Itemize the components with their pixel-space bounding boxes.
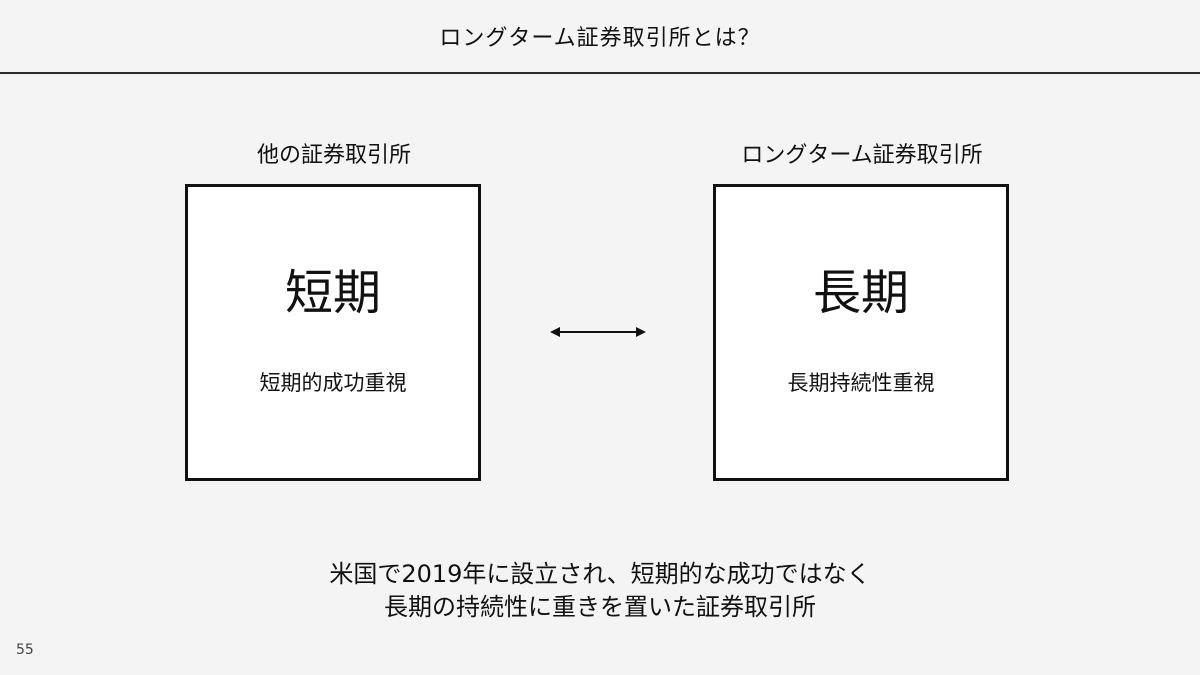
- short-term-box: 短期 短期的成功重視: [185, 184, 481, 481]
- short-term-subtitle: 短期的成功重視: [259, 371, 407, 395]
- header-divider: [0, 72, 1200, 74]
- page-number: 55: [16, 642, 34, 658]
- long-term-box: 長期 長期持続性重視: [713, 184, 1009, 481]
- double-arrow-icon: [550, 327, 646, 337]
- right-column-label: ロングターム証券取引所: [741, 143, 983, 168]
- caption: 米国で2019年に設立され、短期的な成功ではなく 長期の持続性に重きを置いた証券…: [0, 558, 1200, 624]
- short-term-heading: 短期: [284, 265, 381, 321]
- long-term-heading: 長期: [812, 265, 909, 321]
- caption-line-2: 長期の持続性に重きを置いた証券取引所: [384, 593, 816, 621]
- page-title: ロングターム証券取引所とは？: [439, 26, 761, 51]
- long-term-subtitle: 長期持続性重視: [787, 371, 935, 395]
- caption-line-1: 米国で2019年に設立され、短期的な成功ではなく: [329, 560, 871, 588]
- left-column-label: 他の証券取引所: [256, 143, 411, 168]
